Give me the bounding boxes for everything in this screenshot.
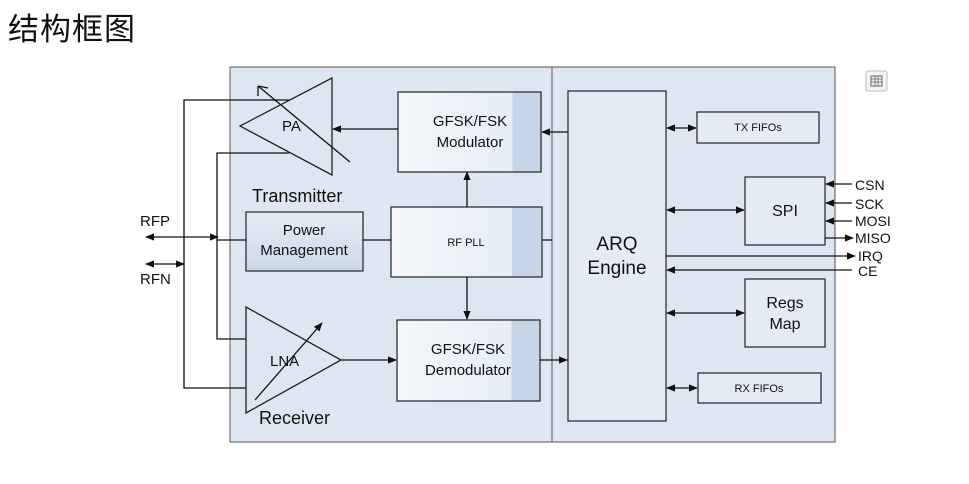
- lna-amplifier: [245, 305, 343, 415]
- digital-bus-arrows: [666, 124, 745, 392]
- pin-ce: CE: [858, 263, 877, 279]
- pin-sck: SCK: [855, 196, 884, 212]
- lna-label: LNA: [270, 353, 299, 370]
- arq-label-1: ARQ: [596, 234, 637, 255]
- arq-engine-block: [567, 90, 667, 422]
- modulator-block: [397, 91, 542, 173]
- pin-rfp: RFP: [140, 213, 170, 230]
- tx-fifos-block: [696, 111, 820, 144]
- tx-fifos-label: TX FIFOs: [734, 122, 782, 134]
- rf-pll-block: [390, 206, 543, 278]
- modulator-label-2: Modulator: [437, 134, 504, 151]
- regs-label-1: Regs: [766, 295, 803, 312]
- rx-fifos-block: [697, 372, 822, 404]
- demodulator-block: [396, 319, 541, 402]
- pa-label: PA: [282, 118, 301, 135]
- pin-mosi: MOSI: [855, 213, 891, 229]
- arq-label-2: Engine: [587, 258, 646, 279]
- pa-amplifier: [238, 76, 351, 177]
- regs-label-2: Map: [769, 316, 800, 333]
- spi-pin-arrows: [666, 180, 856, 274]
- spi-label: SPI: [772, 203, 798, 220]
- page-title: 结构框图: [8, 12, 136, 48]
- demodulator-label-2: Demodulator: [425, 362, 511, 379]
- spi-block: [744, 176, 826, 246]
- power-label-2: Management: [260, 242, 348, 259]
- pin-csn: CSN: [855, 177, 885, 193]
- rx-fifos-label: RX FIFOs: [735, 383, 784, 395]
- expand-icon[interactable]: [865, 70, 888, 92]
- transmitter-label: Transmitter: [252, 186, 342, 206]
- pin-irq: IRQ: [858, 248, 883, 264]
- power-label-1: Power: [283, 222, 326, 239]
- demodulator-label-1: GFSK/FSK: [431, 341, 505, 358]
- receiver-label: Receiver: [259, 408, 330, 428]
- pin-miso: MISO: [855, 230, 891, 246]
- regs-map-block: [744, 278, 826, 348]
- pin-rfn: RFN: [140, 271, 171, 288]
- rf-signal-arrows: [332, 125, 568, 364]
- rf-pll-label: RF PLL: [447, 237, 484, 249]
- antenna-wiring: [145, 99, 320, 389]
- power-management-block: [245, 211, 364, 272]
- modulator-label-1: GFSK/FSK: [433, 113, 507, 130]
